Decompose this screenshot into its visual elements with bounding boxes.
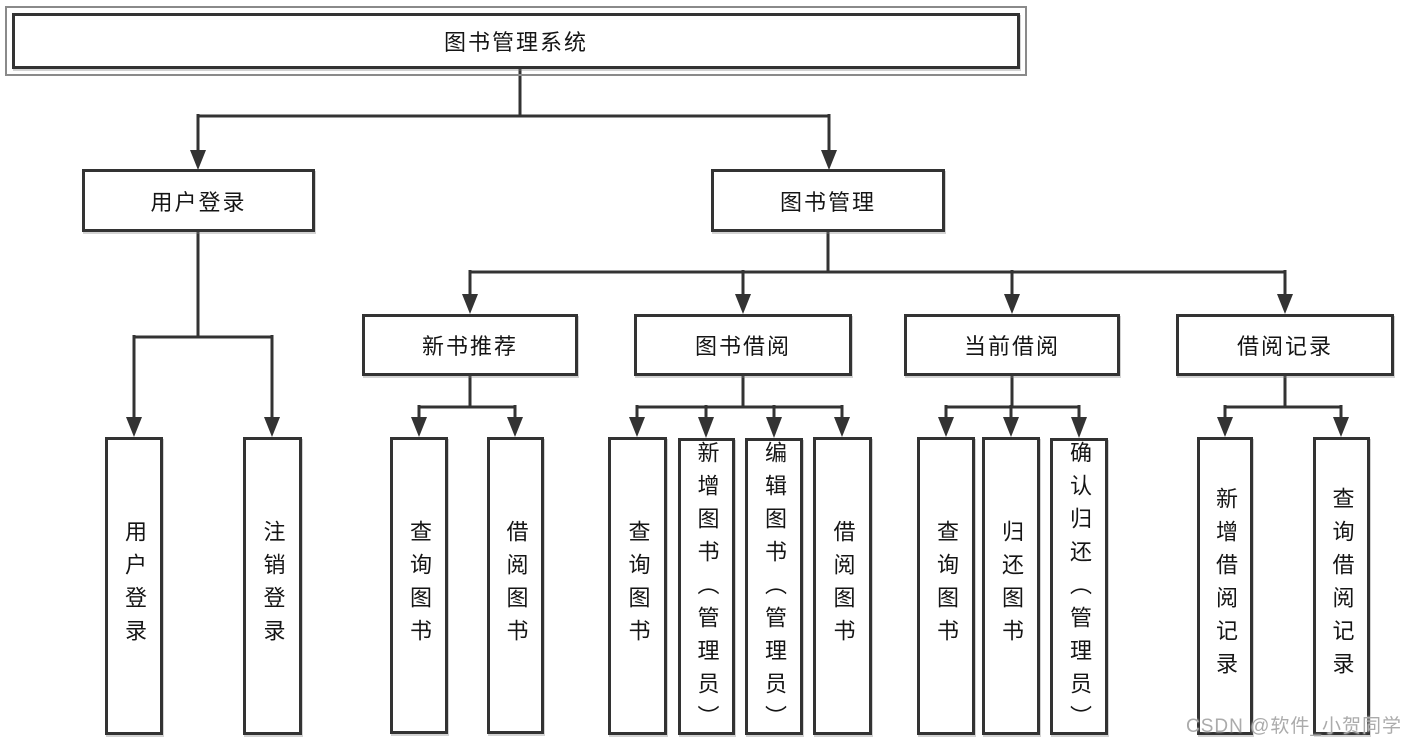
node-borrow-records: 借阅记录: [1176, 314, 1394, 376]
node-leaf-borrow-book-2-label: 借阅图书: [830, 520, 856, 652]
node-leaf-return-book: 归还图书: [982, 437, 1040, 735]
node-leaf-borrow-book-2: 借阅图书: [813, 437, 872, 735]
node-leaf-return-book-label: 归还图书: [999, 520, 1024, 652]
node-leaf-add-book: 新增图书（管理员）: [678, 438, 735, 738]
node-leaf-query-record: 查询借阅记录: [1313, 437, 1370, 735]
node-leaf-edit-book-label: 编辑图书（管理员）: [762, 441, 787, 738]
node-book-mgmt-label: 图书管理: [779, 189, 876, 215]
node-leaf-query-book-3: 查询图书: [917, 437, 975, 735]
node-current-borrow: 当前借阅: [904, 314, 1120, 376]
node-leaf-confirm-return: 确认归还（管理员）: [1050, 438, 1108, 738]
csdn-watermark: CSDN @软件_小贺同学: [1186, 716, 1402, 737]
node-leaf-edit-book: 编辑图书（管理员）: [745, 438, 803, 738]
node-leaf-query-book-3-label: 查询图书: [934, 520, 959, 652]
node-new-book-rec: 新书推荐: [362, 314, 578, 376]
node-user-login-label: 用户登录: [150, 189, 247, 215]
node-root-label: 图书管理系统: [443, 30, 588, 55]
node-leaf-logout: 注销登录: [243, 437, 302, 735]
node-leaf-query-record-label: 查询借阅记录: [1329, 487, 1355, 685]
arrowheads: [126, 150, 1349, 438]
node-leaf-add-record-label: 新增借阅记录: [1213, 487, 1238, 685]
node-book-mgmt: 图书管理: [711, 169, 945, 232]
node-leaf-user-login-label: 用户登录: [122, 520, 147, 652]
node-book-borrow: 图书借阅: [634, 314, 852, 376]
node-leaf-add-record: 新增借阅记录: [1197, 437, 1253, 735]
node-leaf-logout-label: 注销登录: [260, 520, 286, 652]
node-leaf-user-login: 用户登录: [105, 437, 163, 735]
node-root: 图书管理系统: [5, 6, 1027, 76]
node-book-borrow-label: 图书借阅: [694, 334, 791, 359]
node-leaf-borrow-book-1: 借阅图书: [487, 437, 544, 734]
node-leaf-borrow-book-1-label: 借阅图书: [503, 519, 529, 652]
node-leaf-query-book-1-label: 查询图书: [407, 519, 432, 652]
node-leaf-query-book-2: 查询图书: [608, 437, 667, 735]
node-borrow-records-label: 借阅记录: [1236, 334, 1333, 359]
node-leaf-add-book-label: 新增图书（管理员）: [694, 441, 720, 738]
node-leaf-query-book-1: 查询图书: [390, 437, 448, 734]
node-new-book-rec-label: 新书推荐: [421, 334, 518, 359]
node-leaf-confirm-return-label: 确认归还（管理员）: [1067, 441, 1092, 738]
node-current-borrow-label: 当前借阅: [963, 334, 1060, 359]
node-user-login: 用户登录: [82, 169, 315, 232]
node-leaf-query-book-2-label: 查询图书: [625, 520, 651, 652]
